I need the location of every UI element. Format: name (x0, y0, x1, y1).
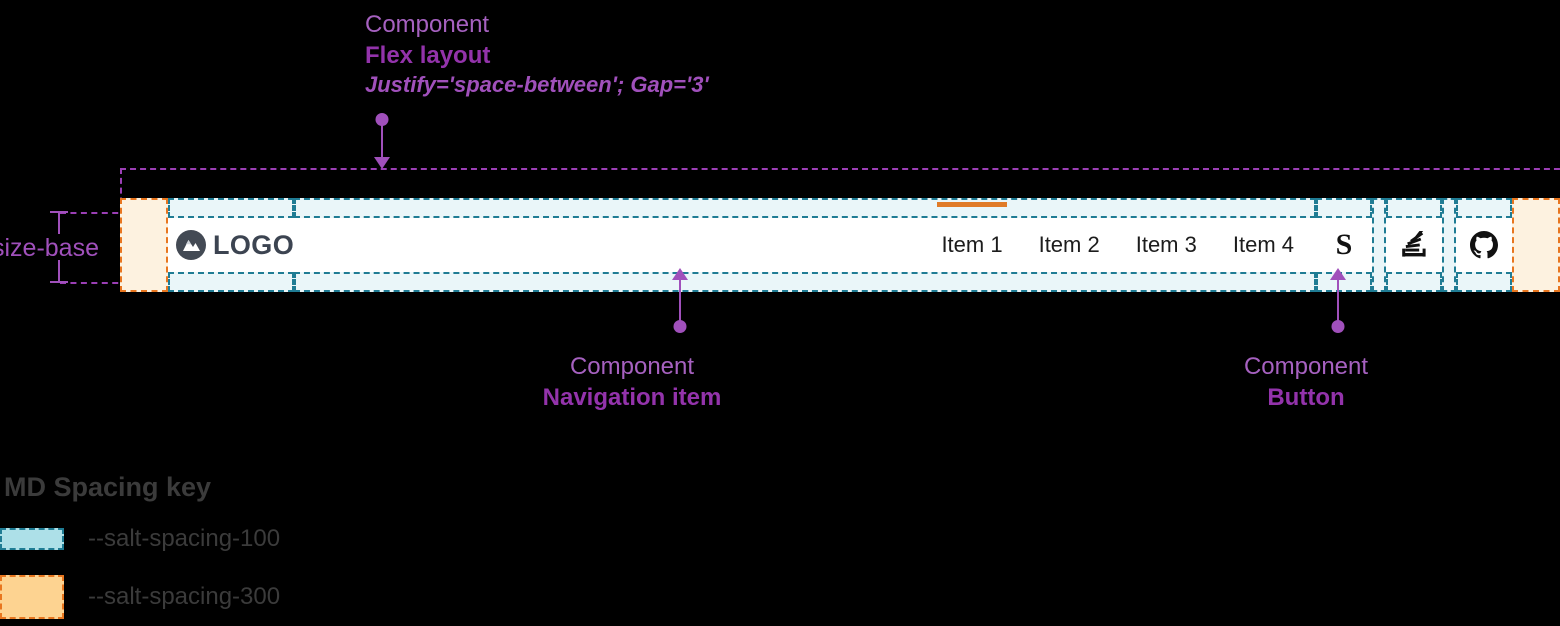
spacing-300-left (120, 198, 168, 292)
spacing-100-top (168, 198, 295, 218)
annotation-flex-layout: Component Flex layout Justify='space-bet… (365, 10, 709, 100)
annotation-navigation-item: Component Navigation item (512, 352, 752, 413)
spacing-token-label: --salt-spacing-100 (88, 525, 281, 552)
action-column-github (1456, 198, 1512, 292)
spacing-token-label: --salt-spacing-300 (88, 583, 281, 610)
logo-column: LOGO (168, 198, 295, 292)
size-base-label: size-base (0, 234, 99, 262)
action-body: S (1316, 218, 1372, 272)
nav-item-label: Item 3 (1135, 232, 1197, 257)
stackoverflow-icon[interactable] (1386, 218, 1442, 272)
leader-line-flex (374, 113, 390, 171)
annotation-props: Justify='space-between'; Gap='3' (365, 72, 709, 98)
leader-line-button (1330, 268, 1346, 338)
mountain-logo-icon (176, 230, 206, 260)
spacing-100-top (294, 198, 1316, 218)
nav-column: Item 1 Item 2 Item 3 Item 4 (294, 198, 1316, 292)
annotation-name: Button (1267, 383, 1345, 411)
logo-body: LOGO (168, 218, 295, 272)
action-body (1456, 218, 1512, 272)
annotation-name: Flex layout (365, 41, 491, 69)
spacing-100-gap (1442, 198, 1456, 292)
action-body (1386, 218, 1442, 272)
spacing-100-bottom (294, 272, 1316, 292)
active-indicator (937, 202, 1007, 207)
spacing-100-top (1316, 198, 1372, 218)
nav-item-1[interactable]: Item 1 (923, 202, 1020, 272)
logo[interactable]: LOGO (168, 230, 294, 261)
annotation-kind: Component (1243, 353, 1369, 380)
annotation-kind: Component (569, 353, 695, 380)
nav-body: Item 1 Item 2 Item 3 Item 4 (294, 202, 1316, 272)
logo-text: LOGO (213, 229, 295, 260)
header-bar: LOGO Item 1 Item 2 Item 3 (120, 198, 1560, 292)
annotation-button: Component Button (1216, 352, 1396, 413)
spacing-100-top (1456, 198, 1512, 218)
spacing-100-bottom (1456, 272, 1512, 292)
spacing-100-gap (1372, 198, 1386, 292)
nav-item-label: Item 1 (941, 232, 1003, 257)
action-column-stackoverflow (1386, 198, 1442, 292)
spacing-key-row: --salt-spacing-300 (0, 575, 280, 619)
size-base-measure: size-base (0, 206, 160, 290)
spacing-key-row: --salt-spacing-100 (0, 525, 280, 553)
swatch-spacing-300 (0, 575, 64, 619)
spacing-key-title: MD Spacing key (4, 472, 212, 502)
spacing-key: MD Spacing key --salt-spacing-100 --salt… (0, 472, 280, 619)
leader-line-nav (672, 268, 688, 338)
spacing-100-top (1386, 198, 1442, 218)
spacing-300-right (1512, 198, 1560, 292)
nav-item-label: Item 4 (1232, 232, 1294, 257)
nav-item-4[interactable]: Item 4 (1215, 218, 1312, 272)
spacing-100-bottom (168, 272, 295, 292)
annotation-kind: Component (365, 11, 490, 38)
annotation-name: Navigation item (542, 383, 722, 411)
navigation-list: Item 1 Item 2 Item 3 Item 4 (923, 202, 1312, 272)
nav-item-label: Item 2 (1038, 232, 1100, 257)
salt-s-icon[interactable]: S (1316, 218, 1372, 272)
nav-item-3[interactable]: Item 3 (1118, 218, 1215, 272)
swatch-spacing-100 (0, 528, 64, 550)
spacing-100-bottom (1386, 272, 1442, 292)
svg-text:S: S (1336, 230, 1353, 260)
nav-item-2[interactable]: Item 2 (1021, 218, 1118, 272)
github-icon[interactable] (1456, 218, 1512, 272)
